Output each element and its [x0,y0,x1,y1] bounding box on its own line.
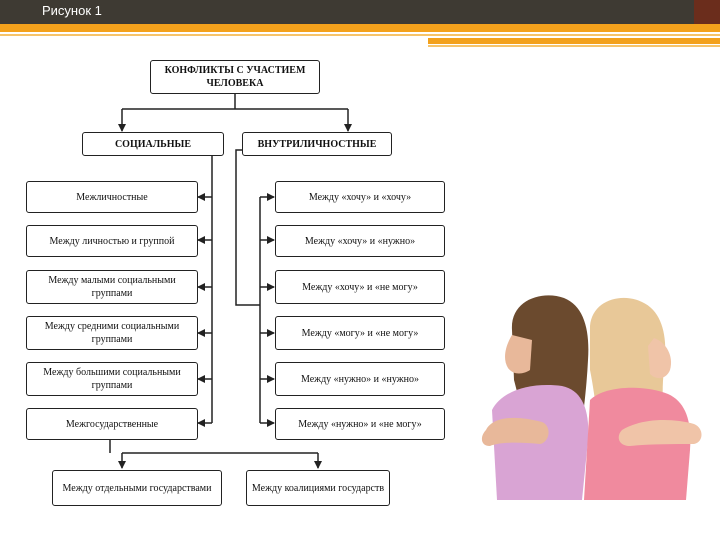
internal-item-3: Между «хочу» и «не могу» [275,270,445,304]
internal-item-5: Между «нужно» и «нужно» [275,362,445,396]
internal-item-6: Между «нужно» и «не могу» [275,408,445,440]
interstate-item-1: Между отдельными государствами [52,470,222,506]
header-stripe-right [428,38,720,44]
social-item-5: Между большими социальными группами [26,362,198,396]
internal-branch-header: ВНУТРИЛИЧНОСТНЫЕ [242,132,392,156]
social-branch-header: СОЦИАЛЬНЫЕ [82,132,224,156]
social-item-1: Межличностные [26,181,198,213]
interstate-item-2: Между коалициями государств [246,470,390,506]
internal-bracket [235,149,260,306]
social-item-6: Межгосударственные [26,408,198,440]
slide-title: Рисунок 1 [42,3,102,18]
header-stripe-right-thin [428,45,720,47]
girls-back-to-back-illustration [481,295,702,500]
social-item-4: Между средними социальными группами [26,316,198,350]
header-accent [694,0,720,24]
header-stripe-thin [0,34,720,36]
internal-item-1: Между «хочу» и «хочу» [275,181,445,213]
slide-header-bar [0,0,720,24]
internal-item-2: Между «хочу» и «нужно» [275,225,445,257]
social-item-3: Между малыми социальными группами [26,270,198,304]
header-stripe [0,24,720,32]
social-item-2: Между личностью и группой [26,225,198,257]
internal-item-4: Между «могу» и «не могу» [275,316,445,350]
root-node: КОНФЛИКТЫ С УЧАСТИЕМ ЧЕЛОВЕКА [150,60,320,94]
